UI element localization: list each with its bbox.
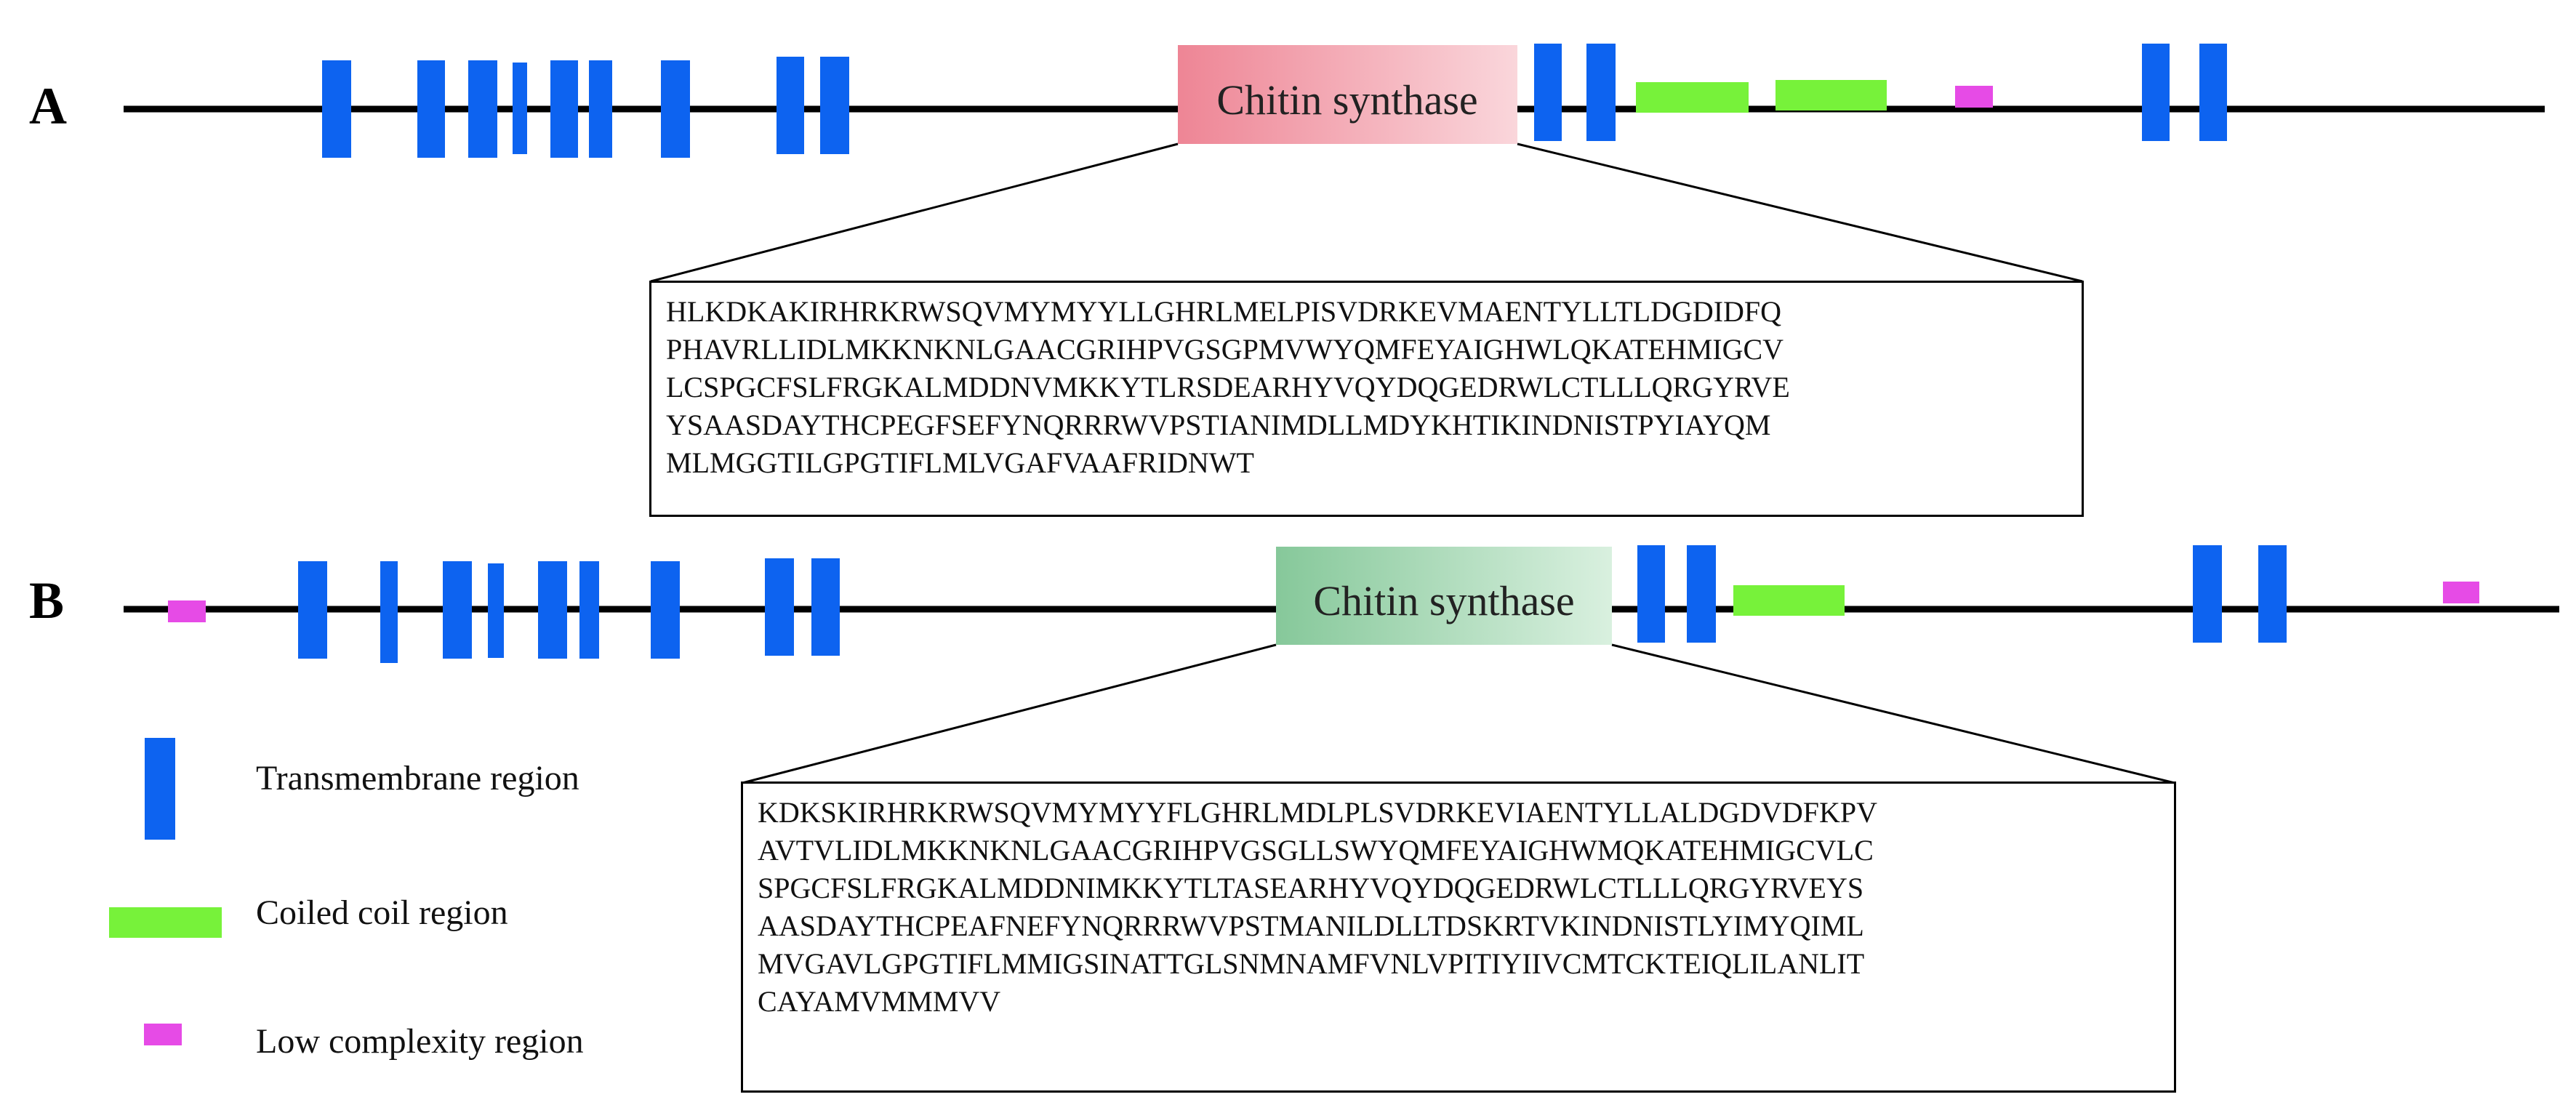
sequence-line: LCSPGCFSLFRGKALMDDNVMKKYTLRSDEARHYVQYDQG… [666,371,1790,403]
sequence-line: AASDAYTHCPEAFNEFYNQRRRWVPSTMANILDLLTDSKR… [758,909,1864,942]
transmembrane-segment [651,561,680,659]
sequence-line: PHAVRLLIDLMKKNKNLGAACGRIHPVGSGPMVWYQMFEY… [666,333,1784,366]
transmembrane-segment [2142,44,2170,141]
transmembrane-segment [322,60,351,158]
coiled-coil-segment [1775,80,1887,110]
legend-low-complexity-label: Low complexity region [256,1022,584,1061]
transmembrane-segment [488,563,504,658]
transmembrane-segment [820,57,849,154]
transmembrane-segment [1637,545,1665,643]
transmembrane-segment [468,60,497,158]
panel-b-coiled-coil-regions [1733,585,1845,616]
panel-a-domain-label: Chitin synthase [1216,76,1477,124]
transmembrane-segment [550,60,578,158]
transmembrane-segment [2199,44,2227,141]
panel-b-zoom-line-right [1611,643,2175,784]
panel-b-transmembrane-regions [298,545,2287,663]
panel-a-transmembrane-regions [322,44,2227,158]
transmembrane-segment [513,63,527,154]
legend-transmembrane-label: Transmembrane region [256,759,579,797]
coiled-coil-segment [1733,585,1845,616]
transmembrane-segment [1534,44,1562,141]
transmembrane-segment [380,561,398,663]
low-complexity-segment [168,600,206,622]
panel-a-zoom-line-right [1517,142,2083,283]
transmembrane-segment [661,60,690,158]
sequence-line: HLKDKAKIRHRKRWSQVMYMYYLLGHRLMELPISVDRKEV… [666,295,1782,328]
panel-a-sequence-box: HLKDKAKIRHRKRWSQVMYMYYLLGHRLMELPISVDRKEV… [649,281,2084,517]
panel-a-zoom-line-left [650,142,1179,283]
transmembrane-segment [1586,44,1616,141]
legend-transmembrane-swatch [145,738,175,840]
sequence-line: MLMGGTILGPGTIFLMLVGAFVAAFRIDNWT [666,446,1254,479]
panel-a-chitin-synthase-domain [1178,45,1517,144]
legend-coiled-coil-swatch [109,907,222,938]
legend-low-complexity-swatch [144,1024,182,1045]
panel-b-protein-track: Chitin synthase [124,545,2559,784]
panel-a-coiled-coil-regions [1636,80,1887,113]
sequence-line: SPGCFSLFRGKALMDDNIMKKYTLTASEARHYVQYDQGED… [758,872,1864,904]
panel-a-letter: A [29,77,67,135]
transmembrane-segment [811,558,840,656]
low-complexity-segment [1955,86,1993,108]
transmembrane-segment [1687,545,1716,643]
panel-a-low-complexity-regions [1955,86,1993,108]
panel-b-low-complexity-regions [168,582,2479,622]
transmembrane-segment [589,60,612,158]
coiled-coil-segment [1636,82,1749,113]
panel-b-zoom-line-left [742,643,1277,784]
legend-symbols [109,738,222,1045]
transmembrane-segment [765,558,794,656]
panel-b-chitin-synthase-domain [1276,547,1612,645]
panel-b-sequence-box: KDKSKIRHRKRWSQVMYMYYFLGHRLMDLPLSVDRKEVIA… [741,781,2176,1093]
sequence-line: AVTVLIDLMKKNKNLGAACGRIHPVGSGLLSWYQMFEYAI… [758,834,1874,867]
legend-coiled-coil-label: Coiled coil region [256,893,508,932]
transmembrane-segment [2258,545,2287,643]
transmembrane-segment [2193,545,2222,643]
sequence-line: KDKSKIRHRKRWSQVMYMYYFLGHRLMDLPLSVDRKEVIA… [758,796,1878,829]
sequence-line: CAYAMVMMMVV [758,985,1001,1018]
panel-a-protein-track: Chitin synthase [124,44,2545,283]
panel-b-letter: B [29,571,65,630]
panel-b-domain-label: Chitin synthase [1313,577,1574,624]
transmembrane-segment [538,561,567,659]
sequence-line: MVGAVLGPGTIFLMMIGSINATTGLSNMNAMFVNLVPITI… [758,947,1865,980]
transmembrane-segment [417,60,445,158]
transmembrane-segment [443,561,472,659]
transmembrane-segment [579,561,599,659]
transmembrane-segment [777,57,804,154]
sequence-line: YSAASDAYTHCPEGFSEFYNQRRRWVPSTIANIMDLLMDY… [666,409,1771,441]
transmembrane-segment [298,561,327,659]
low-complexity-segment [2443,582,2479,603]
